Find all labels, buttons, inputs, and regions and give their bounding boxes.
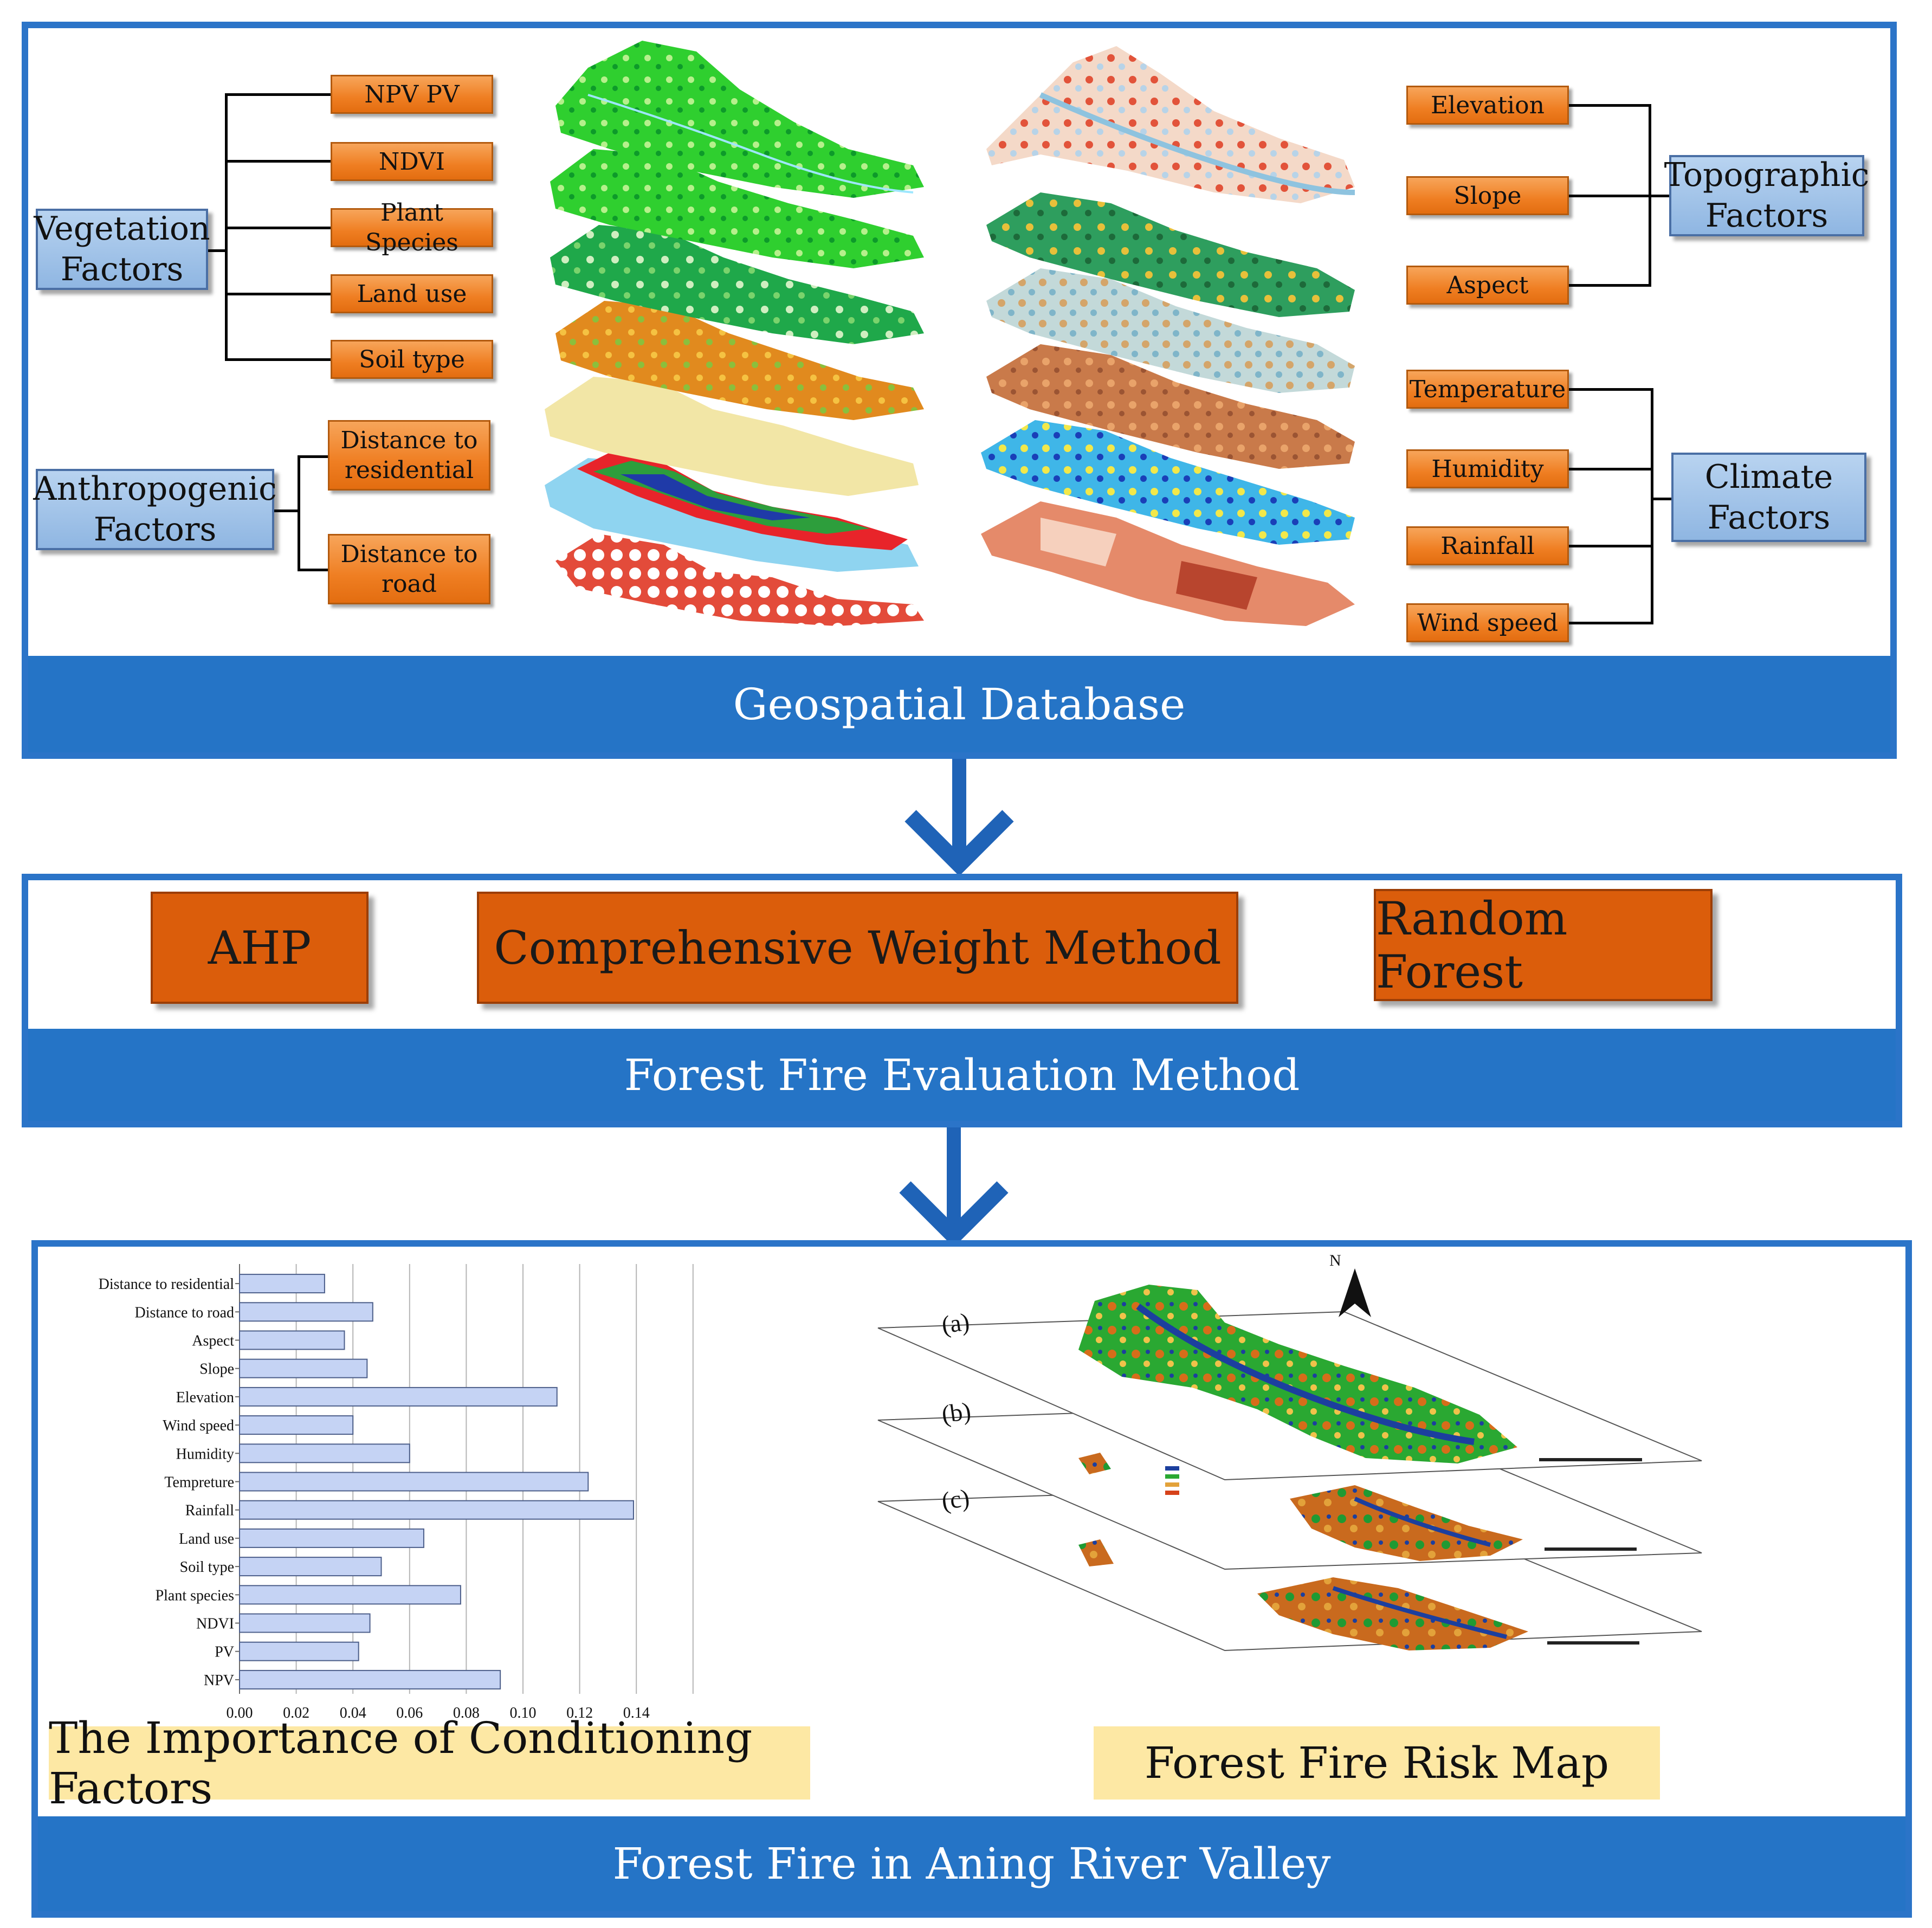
chart-bar [239, 1415, 354, 1435]
geospatial-database-title: Geospatial Database [28, 656, 1890, 752]
chart-bar [239, 1302, 373, 1322]
chart-category-label: Tempreture [164, 1474, 234, 1491]
method-comprehensive-weight: Comprehensive Weight Method [477, 892, 1238, 1004]
chart-category-label: PV [215, 1644, 234, 1661]
connector [208, 249, 228, 252]
connector [225, 293, 331, 295]
chart-category-label: Wind speed [163, 1417, 234, 1434]
chart-x-tick-label: 0.10 [510, 1705, 537, 1721]
risk-map-label: Forest Fire Risk Map [1094, 1726, 1660, 1800]
chart-bar [239, 1500, 634, 1520]
connector [225, 160, 331, 163]
importance-label: The Importance of Conditioning Factors [49, 1713, 810, 1814]
vegetation-raster-stack [545, 41, 924, 626]
map-letter-b: (b) [940, 1397, 972, 1428]
connector [274, 510, 300, 512]
chart-category-label: Elevation [176, 1389, 234, 1406]
topographic-factors-box: Topographic Factors [1664, 155, 1869, 236]
chart-bar [239, 1330, 345, 1350]
connector [1569, 545, 1653, 547]
connector [298, 455, 328, 458]
svg-text:N: N [1329, 1252, 1341, 1269]
chart-bar [239, 1557, 382, 1577]
factor-ndvi: NDVI [331, 142, 493, 181]
flow-arrow-down-2 [899, 1127, 1009, 1248]
chart-category-label: Slope [199, 1361, 234, 1378]
chart-bar [239, 1358, 368, 1378]
chart-bar [239, 1472, 589, 1492]
factor-distance-to-residential: Distance to residential [328, 420, 490, 491]
method-ahp: AHP [151, 892, 369, 1004]
chart-bar [239, 1641, 359, 1661]
connector [1649, 195, 1669, 197]
chart-category-label: Land use [179, 1531, 234, 1547]
chart-x-tick-label: 0.12 [566, 1705, 593, 1721]
chart-x-tick-label: 0.04 [340, 1705, 366, 1721]
chart-bar [239, 1613, 371, 1633]
chart-bar [239, 1528, 424, 1548]
factor-rainfall: Rainfall [1406, 526, 1569, 565]
map-letter-c: (c) [940, 1484, 971, 1515]
chart-category-label: Plant species [156, 1587, 234, 1604]
chart-x-tick-label: 0.06 [396, 1705, 423, 1721]
chart-x-tick-label: 0.00 [227, 1705, 253, 1721]
chart-category-label: NPV [204, 1672, 234, 1689]
factor-slope: Slope [1406, 176, 1569, 215]
chart-category-label: Distance to residential [99, 1276, 235, 1293]
anthropogenic-factors-box: Anthropogenic Factors [33, 469, 277, 550]
connector [225, 358, 331, 361]
chart-bar [239, 1443, 410, 1463]
chart-bar [239, 1669, 501, 1690]
chart-bar [239, 1585, 461, 1605]
chart-category-label: Distance to road [135, 1304, 235, 1321]
evaluation-method-title: Forest Fire Evaluation Method [28, 1029, 1896, 1121]
connector [1569, 195, 1651, 197]
vegetation-factors-box: Vegetation Factors [34, 209, 210, 290]
factor-humidity: Humidity [1406, 449, 1569, 488]
chart-bar [239, 1274, 325, 1294]
chart-x-tick-label: 0.14 [623, 1705, 650, 1721]
topographic-climate-raster-stack [981, 46, 1355, 626]
chart-category-label: Aspect [192, 1333, 234, 1350]
connector [1569, 388, 1653, 391]
map-letter-a: (a) [940, 1307, 971, 1339]
connector [225, 93, 331, 96]
factor-land-use: Land use [331, 274, 493, 313]
climate-factors-box: Climate Factors [1671, 453, 1866, 542]
factor-soil-type: Soil type [331, 340, 493, 379]
chart-category-label: Soil type [180, 1559, 234, 1576]
factor-elevation: Elevation [1406, 86, 1569, 125]
factor-distance-to-road: Distance to road [328, 534, 490, 604]
connector [1569, 468, 1653, 470]
chart-category-label: NDVI [196, 1616, 234, 1633]
factor-wind-speed: Wind speed [1406, 603, 1569, 642]
factor-plant-species: Plant Species [331, 199, 493, 256]
connector [1651, 388, 1653, 624]
connector [1569, 104, 1651, 107]
chart-category-label: Humidity [176, 1446, 234, 1462]
connector [1569, 622, 1653, 624]
chart-x-tick-label: 0.08 [453, 1705, 480, 1721]
chart-bar [239, 1387, 558, 1407]
factor-temperature: Temperature [1406, 370, 1569, 409]
connector [225, 227, 331, 229]
results-title: Forest Fire in Aning River Valley [38, 1816, 1905, 1911]
factor-aspect: Aspect [1406, 266, 1569, 305]
factor-npv-pv: NPV PV [331, 75, 493, 114]
chart-x-tick-label: 0.02 [283, 1705, 309, 1721]
method-random-forest: Random Forest [1374, 889, 1713, 1001]
forest-fire-risk-map-stack: N (a) (b) (c) [877, 1252, 1702, 1652]
connector [298, 569, 328, 571]
chart-category-label: Rainfall [185, 1503, 234, 1519]
connector [298, 455, 300, 571]
connector [1651, 498, 1671, 500]
connector [1569, 284, 1651, 287]
flow-arrow-down-1 [904, 759, 1014, 876]
